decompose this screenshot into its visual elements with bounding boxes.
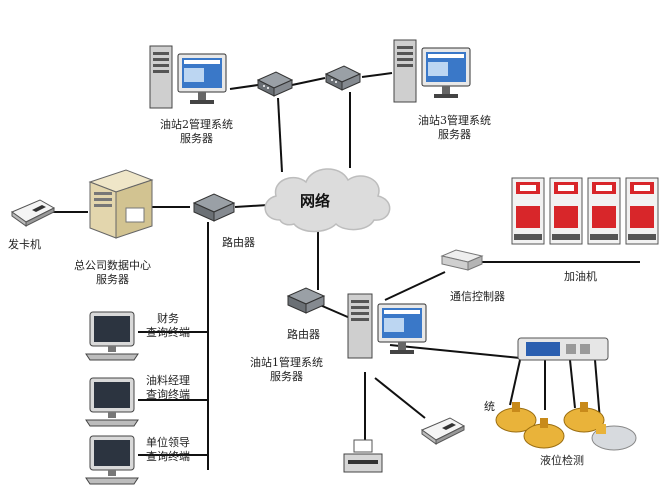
- terminal-computer-icon: [85, 377, 139, 427]
- terminal-leader-label: 单位领导 查询终端: [146, 436, 190, 464]
- terminal-fuel-manager-line1: 油料经理: [146, 374, 190, 387]
- hq-server-icon: [88, 169, 154, 239]
- station3-server-line1: 油站3管理系统: [418, 114, 491, 127]
- printer-icon: [343, 439, 383, 473]
- wire-router-station3: [361, 72, 393, 78]
- level-detection-label: 液位检测: [540, 454, 584, 467]
- fuel-tanks-icon: [495, 402, 637, 451]
- terminal-computer-icon: [85, 435, 139, 485]
- dispensers-label: 加油机: [564, 270, 597, 283]
- level-console-icon: [517, 337, 609, 361]
- server-computer-icon: [347, 293, 427, 359]
- hq-server-line1: 总公司数据中心: [74, 259, 151, 272]
- wire-station1-controller: [384, 271, 446, 301]
- terminal-finance-line1: 财务: [157, 312, 179, 325]
- wire-level-tank1: [509, 359, 521, 406]
- station1-server-label: 油站1管理系统 服务器: [250, 356, 323, 384]
- wire-station2-router: [229, 84, 259, 90]
- wire-router-cloud-left: [277, 97, 283, 173]
- router-icon: [286, 287, 326, 314]
- hq-server-line2: 服务器: [96, 273, 129, 286]
- router-icon: [256, 71, 294, 97]
- hq-router-label: 路由器: [222, 236, 255, 249]
- level-side-text: 统: [484, 400, 495, 413]
- station2-server-line2: 服务器: [180, 132, 213, 145]
- router-icon: [192, 193, 236, 222]
- wire-level-tank4: [594, 359, 601, 421]
- card-reader-icon: [420, 417, 466, 445]
- server-computer-icon: [393, 39, 471, 103]
- comm-controller-label: 通信控制器: [450, 290, 505, 303]
- station1-router-label: 路由器: [287, 328, 320, 341]
- network-label: 网络: [300, 192, 331, 210]
- station1-server-line2: 服务器: [270, 370, 303, 383]
- terminal-leader-line1: 单位领导: [146, 436, 190, 449]
- server-computer-icon: [149, 45, 227, 109]
- terminal-computer-icon: [85, 311, 139, 361]
- wire-router-cloud: [234, 204, 269, 208]
- station3-server-label: 油站3管理系统 服务器: [418, 114, 491, 142]
- terminal-fuel-manager-line2: 查询终端: [146, 388, 190, 401]
- card-issuer-icon: [10, 199, 56, 227]
- terminal-leader-line2: 查询终端: [146, 450, 190, 463]
- wire-station1-reader: [374, 377, 426, 419]
- terminal-finance-line2: 查询终端: [146, 326, 190, 339]
- card-issuer-label: 发卡机: [8, 238, 41, 251]
- station2-server-line1: 油站2管理系统: [160, 118, 233, 131]
- wire-level-tank3: [569, 359, 576, 409]
- fuel-dispensers-icon: [511, 177, 659, 245]
- station2-server-label: 油站2管理系统 服务器: [160, 118, 233, 146]
- terminal-fuel-manager-label: 油料经理 查询终端: [146, 374, 190, 402]
- comm-controller-icon: [440, 249, 484, 271]
- station3-server-line2: 服务器: [438, 128, 471, 141]
- cloud-icon: [264, 168, 391, 233]
- wire-router1-station1: [319, 304, 351, 319]
- wire-router-router: [291, 77, 326, 86]
- terminal-finance-label: 财务 查询终端: [146, 312, 190, 340]
- station1-server-line1: 油站1管理系统: [250, 356, 323, 369]
- router-icon: [324, 65, 362, 91]
- hq-server-label: 总公司数据中心 服务器: [74, 259, 151, 287]
- wire-station1-level: [389, 344, 521, 359]
